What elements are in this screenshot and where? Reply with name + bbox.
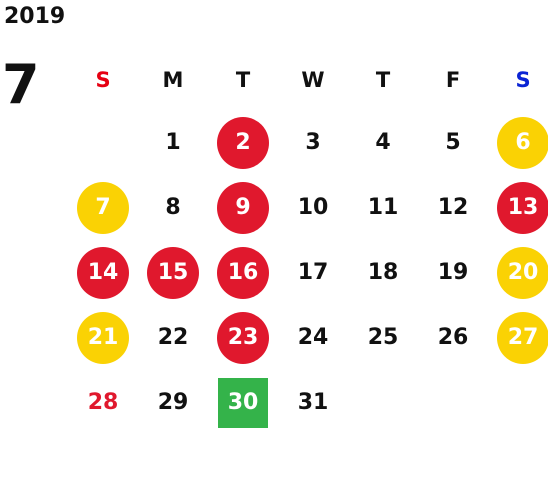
day-number: 31 <box>297 390 329 415</box>
day-cell[interactable]: 31 <box>278 370 348 435</box>
day-number: 13 <box>497 181 548 234</box>
day-cell[interactable]: 8 <box>138 175 208 240</box>
day-number: 20 <box>497 246 548 299</box>
day-cell[interactable]: 9 <box>208 175 278 240</box>
day-number: 23 <box>217 311 269 364</box>
day-cell[interactable]: 4 <box>348 110 418 175</box>
day-number: 16 <box>217 246 269 299</box>
day-cell[interactable]: 5 <box>418 110 488 175</box>
weekday-label-monday: M <box>162 68 184 92</box>
day-number: 26 <box>437 325 469 350</box>
calendar-week-row: 14 15 16 17 18 19 20 <box>68 240 548 305</box>
day-number: 18 <box>367 260 399 285</box>
day-cell[interactable]: 21 <box>68 305 138 370</box>
day-number: 9 <box>217 181 269 234</box>
day-cell[interactable]: 28 <box>68 370 138 435</box>
day-number: 8 <box>165 195 181 220</box>
day-cell[interactable]: 23 <box>208 305 278 370</box>
weekday-label-wednesday: W <box>301 68 325 92</box>
weekday-label-tuesday: T <box>235 68 251 92</box>
calendar-year: 2019 <box>4 4 66 29</box>
day-cell[interactable]: 22 <box>138 305 208 370</box>
day-cell[interactable]: 10 <box>278 175 348 240</box>
day-cell[interactable]: 20 <box>488 240 548 305</box>
day-cell[interactable]: 7 <box>68 175 138 240</box>
day-number: 3 <box>305 130 321 155</box>
weekday-label-sunday: S <box>95 68 111 92</box>
day-number: 14 <box>77 246 129 299</box>
day-cell[interactable]: 2 <box>208 110 278 175</box>
day-number: 15 <box>147 246 199 299</box>
day-number: 24 <box>297 325 329 350</box>
day-number: 30 <box>218 377 268 428</box>
day-cell[interactable]: 26 <box>418 305 488 370</box>
day-cell[interactable]: 12 <box>418 175 488 240</box>
day-cell[interactable]: 19 <box>418 240 488 305</box>
day-number: 25 <box>367 325 399 350</box>
day-number: 27 <box>497 311 548 364</box>
day-number: 21 <box>77 311 129 364</box>
day-number: 11 <box>367 195 399 220</box>
day-cell[interactable]: 24 <box>278 305 348 370</box>
day-cell[interactable]: 3 <box>278 110 348 175</box>
day-cell[interactable]: 29 <box>138 370 208 435</box>
day-cell[interactable]: 6 <box>488 110 548 175</box>
day-cell[interactable]: 30 <box>208 370 278 435</box>
weekday-label-thursday: T <box>375 68 391 92</box>
day-number: 2 <box>217 116 269 169</box>
day-number: 6 <box>497 116 548 169</box>
calendar-month: 7 <box>2 53 40 116</box>
day-number: 7 <box>77 181 129 234</box>
day-number: 29 <box>157 390 189 415</box>
day-number: 4 <box>375 130 391 155</box>
day-cell[interactable]: 13 <box>488 175 548 240</box>
day-cell[interactable]: 18 <box>348 240 418 305</box>
weekday-label-friday: F <box>445 68 461 92</box>
day-cell[interactable]: 25 <box>348 305 418 370</box>
day-cell[interactable]: 17 <box>278 240 348 305</box>
day-number: 22 <box>157 325 189 350</box>
calendar-week-row: 21 22 23 24 25 26 27 <box>68 305 548 370</box>
day-cell[interactable]: 16 <box>208 240 278 305</box>
day-cell[interactable]: 15 <box>138 240 208 305</box>
day-cell[interactable]: 27 <box>488 305 548 370</box>
weekday-header-row: S M T W T F S <box>68 50 548 110</box>
day-cell[interactable]: 1 <box>138 110 208 175</box>
day-cell[interactable]: 11 <box>348 175 418 240</box>
day-cell[interactable]: 14 <box>68 240 138 305</box>
day-number: 1 <box>165 130 181 155</box>
calendar-week-row: 28 29 30 31 <box>68 370 548 435</box>
day-number: 19 <box>437 260 469 285</box>
calendar-week-row: 7 8 9 10 11 12 13 <box>68 175 548 240</box>
calendar-week-row: 1 2 3 4 5 6 <box>68 110 548 175</box>
day-number: 5 <box>445 130 461 155</box>
day-number: 17 <box>297 260 329 285</box>
weekday-label-saturday: S <box>515 68 531 92</box>
day-number: 12 <box>437 195 469 220</box>
day-number: 28 <box>87 390 119 415</box>
day-number: 10 <box>297 195 329 220</box>
